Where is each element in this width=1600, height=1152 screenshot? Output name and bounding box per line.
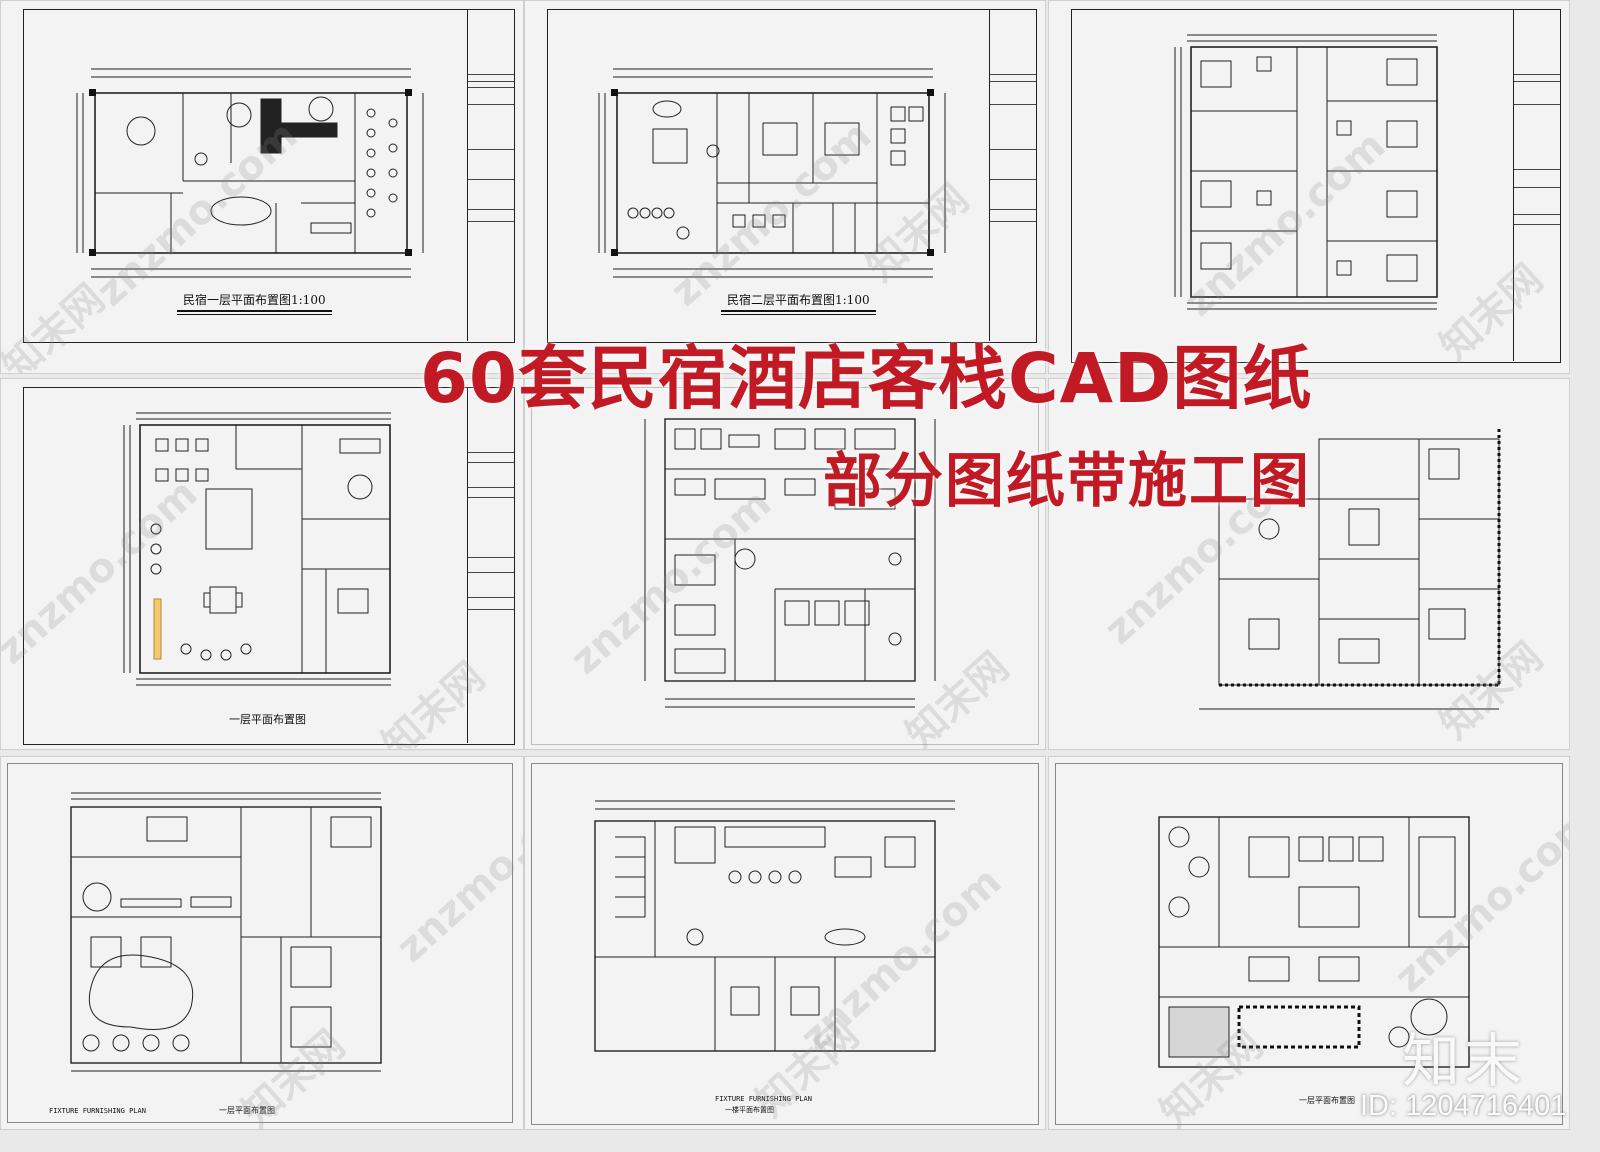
title-block [467,387,514,743]
drawing-frame [547,9,1037,343]
floor-plan [635,409,955,729]
drawing-caption: 民宿一层平面布置图1:100 [177,291,332,315]
title-block [989,9,1036,341]
cad-sheet-5: znzmo.com 知末网 [524,378,1046,750]
drawing-caption: 民宿二层平面布置图1:100 [721,291,876,315]
drawing-caption-en: FIXTURE FURNISHING PLAN [49,1107,146,1115]
cad-sheet-1: 民宿一层平面布置图1:100 知末网 znzmo.com [0,0,524,374]
drawing-caption: 一层平面布置图 [229,713,306,726]
drawing-caption: 一层平面布置图 [1299,1096,1355,1105]
cad-sheet-3: znzmo.com 知末网 [1048,0,1570,374]
floor-plan [71,63,441,285]
drawing-frame [23,9,515,343]
drawing-frame [7,763,513,1123]
drawing-frame [1071,9,1561,363]
cad-sheet-2: 民宿二层平面布置图1:100 znzmo.com 知末网 [524,0,1046,374]
floor-plan [116,409,406,699]
drawing-frame [23,387,515,745]
title-block [467,9,514,341]
cad-sheet-9: 一层平面布置图 znzmo.com 知末网 [1048,756,1570,1130]
title-block [1513,9,1560,361]
floor-plan [1167,31,1457,321]
promo-headline: 60套民宿酒店客栈CAD图纸 [420,339,1313,419]
drawing-frame [1055,763,1563,1125]
floor-plan [41,787,411,1087]
cad-sheet-8: FIXTURE FURNISHING PLAN 一楼平面布置图 znzmo.co… [524,756,1046,1130]
floor-plan [575,797,955,1067]
drawing-caption-en: FIXTURE FURNISHING PLAN [715,1095,812,1103]
drawing-frame [531,387,1039,745]
cad-sheet-4: 一层平面布置图 znzmo.com 知末网 [0,378,524,750]
promo-subline: 部分图纸带施工图 [823,446,1312,515]
floor-plan [1139,797,1479,1087]
cad-sheet-7: FIXTURE FURNISHING PLAN 一层平面布置图 znzmo.co… [0,756,524,1130]
floor-plan [1169,419,1509,719]
drawing-caption: 一层平面布置图 [219,1106,275,1115]
image-id-label: ID: 1204716401 [1360,1090,1567,1122]
cad-sheet-6: znzmo.com 知末网 [1048,378,1570,750]
drawing-frame [531,763,1039,1125]
brand-logo: 知末 [1402,1027,1527,1095]
floor-plan [593,63,963,285]
drawing-caption: 一楼平面布置图 [725,1106,774,1114]
